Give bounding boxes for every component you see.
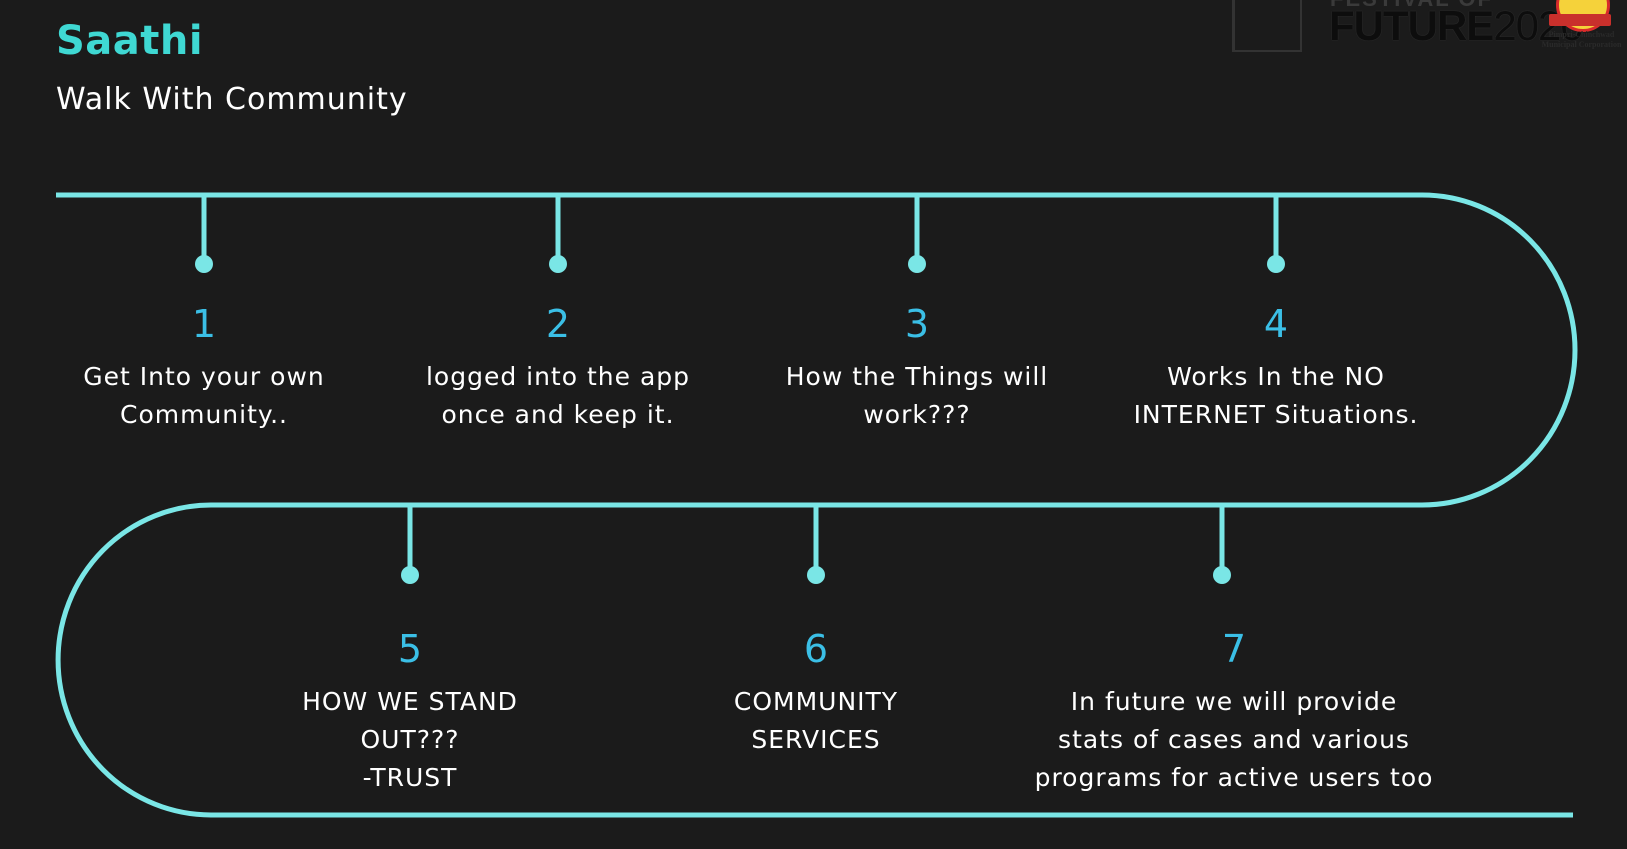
step-text: logged into the app once and keep it. xyxy=(425,362,691,429)
step-number: 1 xyxy=(191,302,217,346)
step-text: COMMUNITY SERVICES xyxy=(733,687,899,754)
step-text: In future we will provide stats of cases… xyxy=(1034,687,1434,792)
logo-future-word: FUTURE xyxy=(1329,2,1494,49)
step-text: HOW WE STAND OUT??? -TRUST xyxy=(302,687,518,792)
step-2-dot xyxy=(549,255,567,273)
seal-ribbon xyxy=(1549,14,1611,26)
step-number: 5 xyxy=(397,627,423,671)
step-1-dot xyxy=(195,255,213,273)
step-6: 6 COMMUNITY SERVICES xyxy=(651,627,981,759)
step-2: 2 logged into the app once and keep it. xyxy=(393,302,723,434)
page-subtitle: Walk With Community xyxy=(56,82,408,117)
step-number: 3 xyxy=(904,302,930,346)
step-number: 7 xyxy=(1221,627,1247,671)
step-number: 4 xyxy=(1263,302,1289,346)
step-1: 1 Get Into your own Community.. xyxy=(39,302,369,434)
step-4: 4 Works In the NO INTERNET Situations. xyxy=(1111,302,1441,434)
step-3: 3 How the Things will work??? xyxy=(752,302,1082,434)
step-text: Works In the NO INTERNET Situations. xyxy=(1133,362,1419,429)
municipal-seal-logo: Pimpri-Chinchwad Municipal Corporation xyxy=(1536,0,1627,56)
step-5-dot xyxy=(401,566,419,584)
logo-mark-icon xyxy=(1232,0,1302,52)
step-text: How the Things will work??? xyxy=(785,362,1049,429)
step-5: 5 HOW WE STAND OUT??? -TRUST xyxy=(245,627,575,797)
seal-caption: Pimpri-Chinchwad Municipal Corporation xyxy=(1541,30,1622,49)
step-number: 2 xyxy=(545,302,571,346)
step-text: Get Into your own Community.. xyxy=(83,362,325,429)
step-7-dot xyxy=(1213,566,1231,584)
step-4-dot xyxy=(1267,255,1285,273)
logo-festival-text: FESTIVAL OF xyxy=(1330,0,1493,12)
step-6-dot xyxy=(807,566,825,584)
page-title: Saathi xyxy=(56,18,204,64)
step-number: 6 xyxy=(803,627,829,671)
step-7: 7 In future we will provide stats of cas… xyxy=(1034,627,1434,797)
step-3-dot xyxy=(908,255,926,273)
